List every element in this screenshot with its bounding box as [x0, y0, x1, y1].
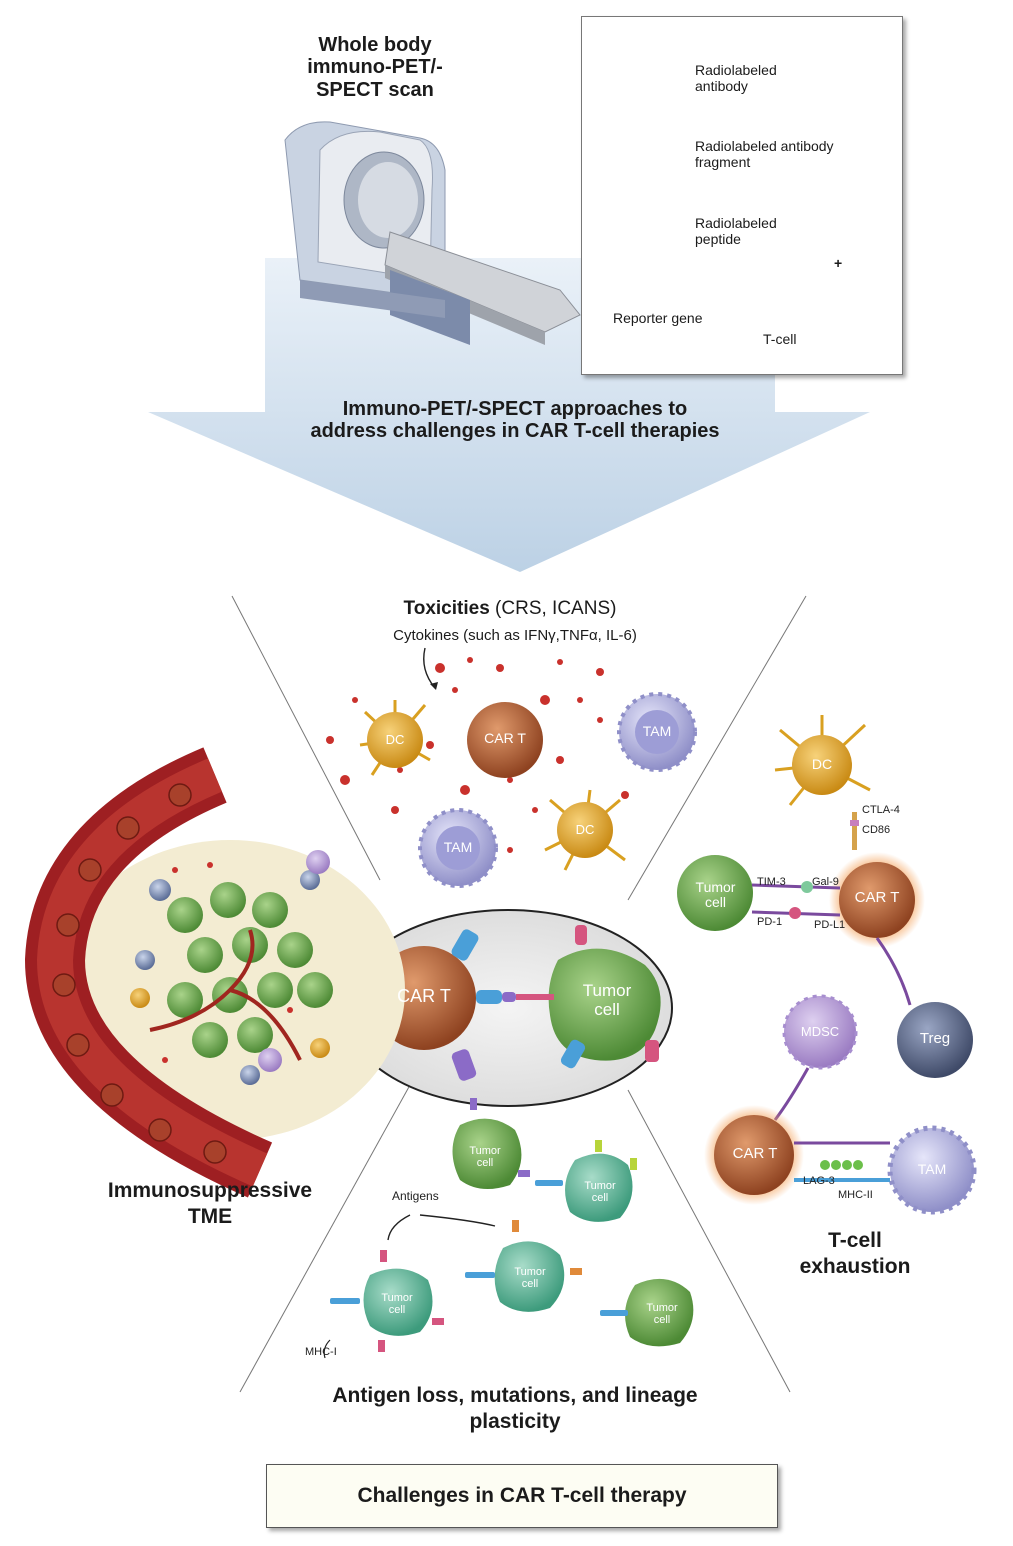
- arrow-caption: Immuno-PET/-SPECT approaches to address …: [310, 398, 720, 443]
- car-t-label: CAR T: [732, 1145, 778, 1162]
- probe-legend-panel: Radiolabeled antibody Radiolabeled antib…: [581, 16, 903, 375]
- treg-label: Treg: [919, 1030, 951, 1047]
- toxicities-title: Toxicities (CRS, ICANS): [360, 598, 660, 619]
- scanner-illustration: [284, 121, 581, 345]
- mhc1-label: MHC-I: [305, 1346, 337, 1358]
- divider-line: [627, 1089, 791, 1393]
- tme-illustration: [24, 747, 405, 1198]
- dc-label: DC: [385, 732, 405, 747]
- antigen-title: Antigen loss, mutations, and lineage pla…: [332, 1384, 698, 1434]
- cytokines-label: Cytokines (such as IFNγ,TNFα, IL-6): [393, 627, 637, 644]
- mdsc-label: MDSC: [800, 1024, 840, 1039]
- plus-label: +: [834, 255, 843, 271]
- mhc2-label: MHC-II: [838, 1189, 873, 1201]
- dc-cell: [544, 789, 626, 871]
- ctla4-label: CTLA-4: [862, 804, 900, 816]
- divider-line: [627, 595, 807, 901]
- divider-line: [231, 595, 381, 881]
- tcell-label: T-cell: [763, 331, 797, 347]
- tumor-cell-label: Tumor cell: [381, 1292, 413, 1317]
- tam-label: TAM: [642, 723, 672, 739]
- car-t-label: CAR T: [484, 730, 526, 746]
- exhaustion-title: T-cell exhaustion: [799, 1229, 911, 1279]
- footer-box: Challenges in CAR T-cell therapy: [266, 1464, 778, 1528]
- central-ellipse: [343, 909, 673, 1107]
- lag3-label: LAG-3: [803, 1175, 835, 1187]
- car-t-cell: [467, 702, 543, 778]
- reporter-gene-label: Reporter gene: [613, 310, 703, 326]
- tumor-cell-label: Tumor cell: [695, 879, 736, 911]
- car-t-label: CAR T: [854, 889, 900, 906]
- dc-cell: [359, 700, 431, 776]
- antigen-illustration: [323, 1098, 694, 1359]
- tam-cell: [418, 808, 498, 888]
- cd86-label: CD86: [862, 824, 891, 836]
- peptide-label: Radiolabeled peptide: [695, 215, 777, 248]
- tumor-cell-label: Tumor cell: [646, 1302, 678, 1327]
- antibody-label: Radiolabeled antibody: [695, 62, 777, 95]
- gal9-label: Gal-9: [812, 876, 839, 888]
- toxicities-suffix: (CRS, ICANS): [495, 598, 617, 619]
- pdl1-label: PD-L1: [814, 919, 846, 931]
- tim3-label: TIM-3: [757, 876, 786, 888]
- dc-label: DC: [811, 756, 833, 772]
- tumor-cell-label: Tumor cell: [584, 1180, 616, 1205]
- cytokine-dots: [326, 657, 629, 853]
- scan-title: Whole body immuno-PET/-SPECT scan: [307, 34, 443, 101]
- tam-cell: [617, 692, 697, 772]
- tumor-cell-label: Tumor cell: [469, 1145, 501, 1170]
- tam-label: TAM: [443, 839, 473, 855]
- tumor-cell-label: Tumor cell: [582, 981, 632, 1019]
- exhaustion-illustration: [677, 715, 977, 1215]
- tme-title: Immunosuppressive TME: [107, 1179, 313, 1229]
- pd1-label: PD-1: [757, 916, 783, 928]
- car-t-label: CAR T: [397, 986, 451, 1006]
- antigens-label: Antigens: [392, 1189, 439, 1203]
- fragment-label: Radiolabeled antibody fragment: [695, 138, 834, 171]
- toxicities-label: Toxicities: [403, 598, 490, 619]
- tam-label: TAM: [917, 1161, 947, 1177]
- dc-label: DC: [575, 822, 595, 837]
- footer-label: Challenges in CAR T-cell therapy: [357, 1484, 687, 1507]
- divider-line: [239, 1084, 411, 1393]
- tumor-cell-label: Tumor cell: [514, 1266, 546, 1291]
